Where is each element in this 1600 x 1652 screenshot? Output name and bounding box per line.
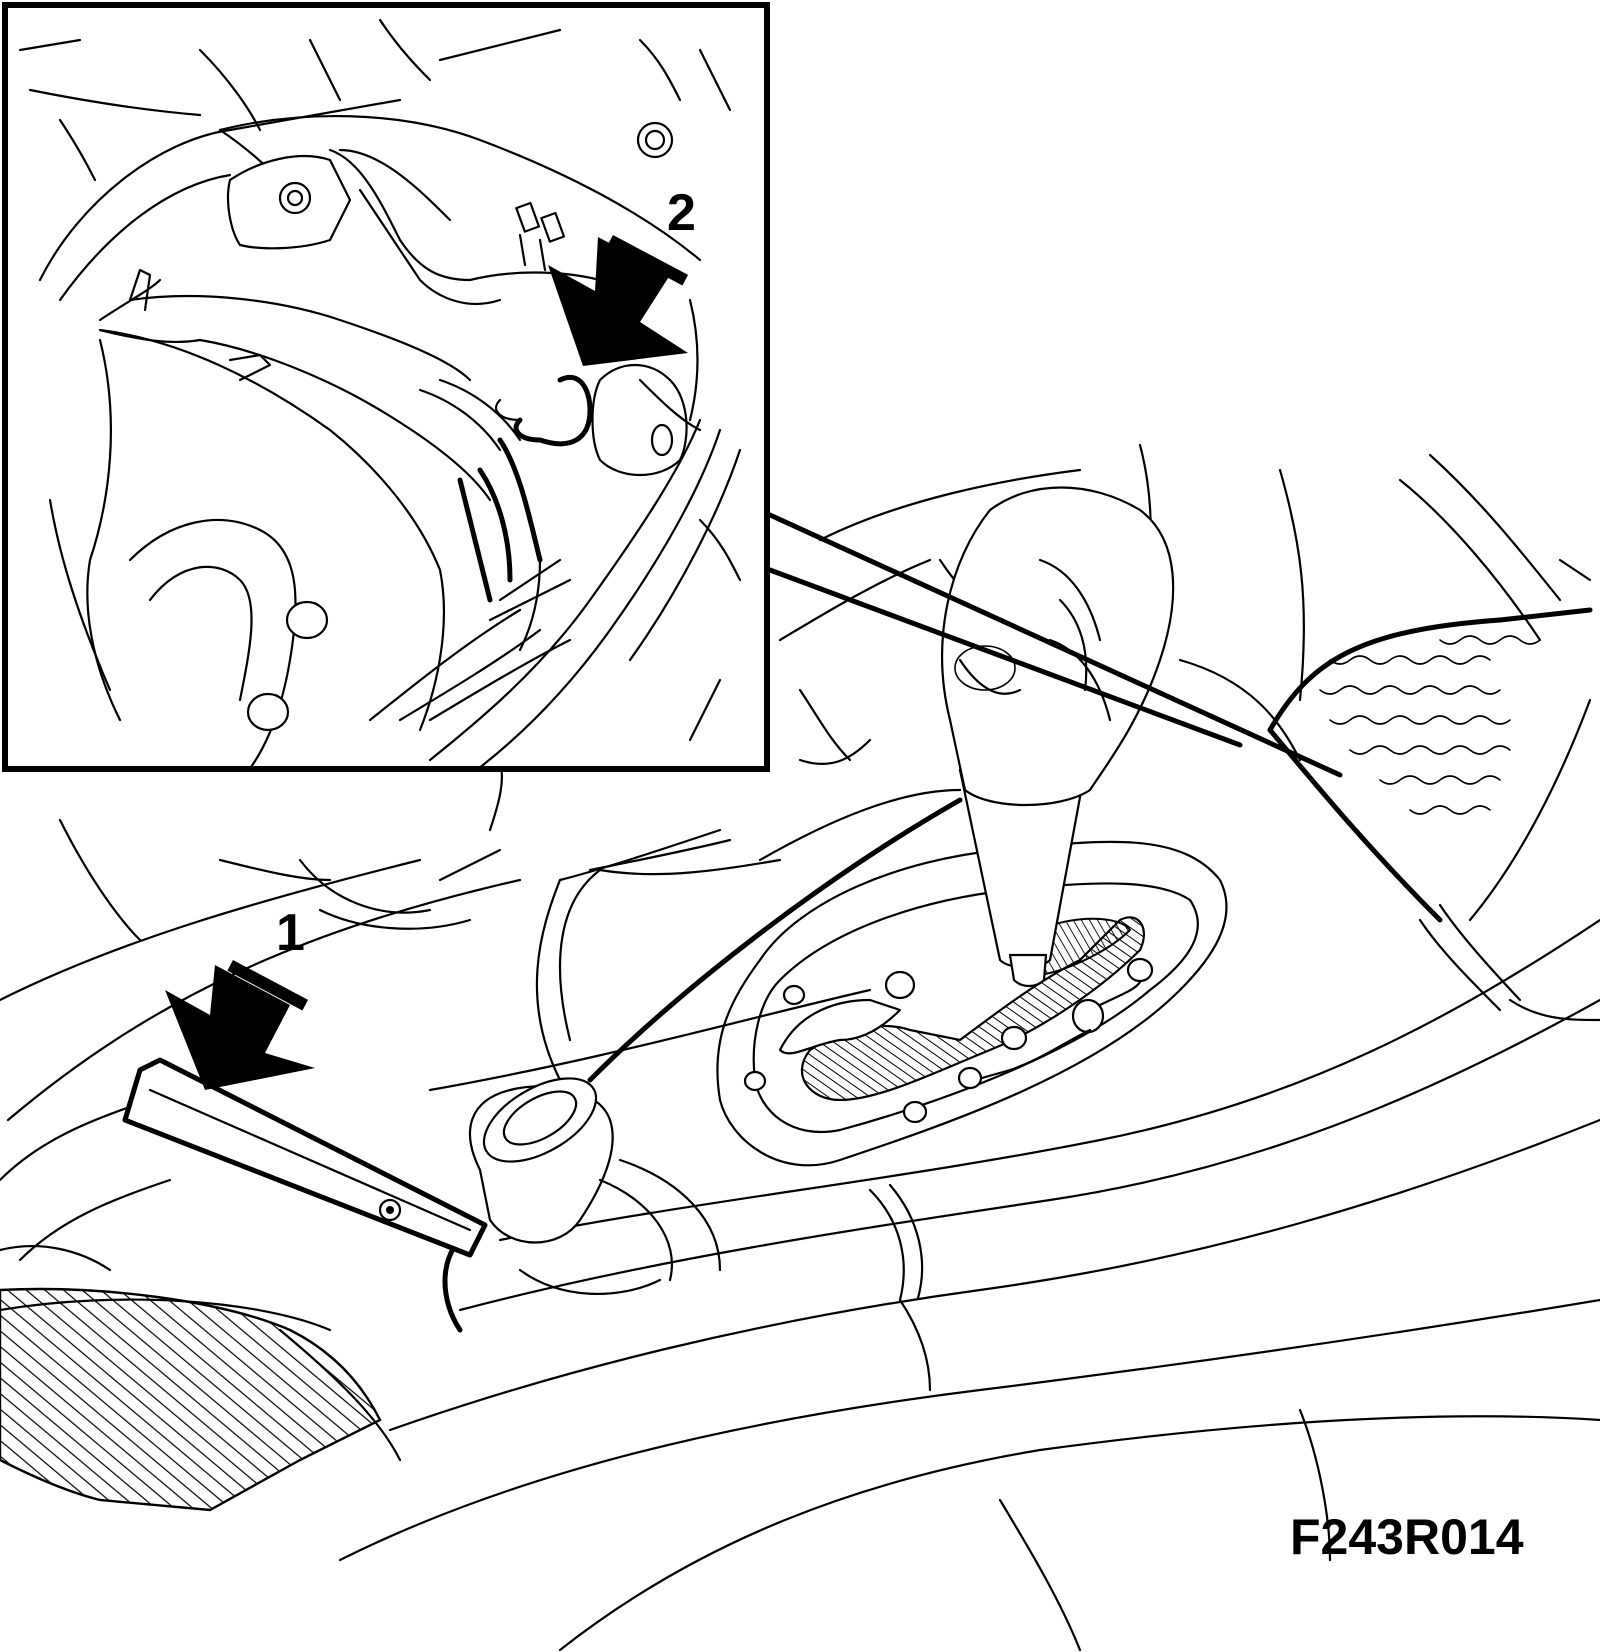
carpet-texture — [1319, 635, 1541, 815]
gear-gate-hatched — [800, 916, 1145, 1102]
arrow-2 — [548, 235, 689, 366]
inset-detail-view: 2 — [2, 2, 770, 772]
floor-mat-left — [0, 1287, 382, 1512]
figure-code: F243R014 — [1290, 1509, 1524, 1565]
gear-lever — [941, 486, 1175, 988]
cigarette-lighter — [442, 1077, 722, 1333]
inset-leader — [767, 512, 1343, 778]
trim-removal-tool — [122, 1057, 488, 1258]
callout-2: 2 — [667, 184, 696, 242]
callout-1: 1 — [276, 904, 305, 962]
position-indicators — [743, 957, 1154, 1124]
arrow-1 — [165, 960, 315, 1090]
